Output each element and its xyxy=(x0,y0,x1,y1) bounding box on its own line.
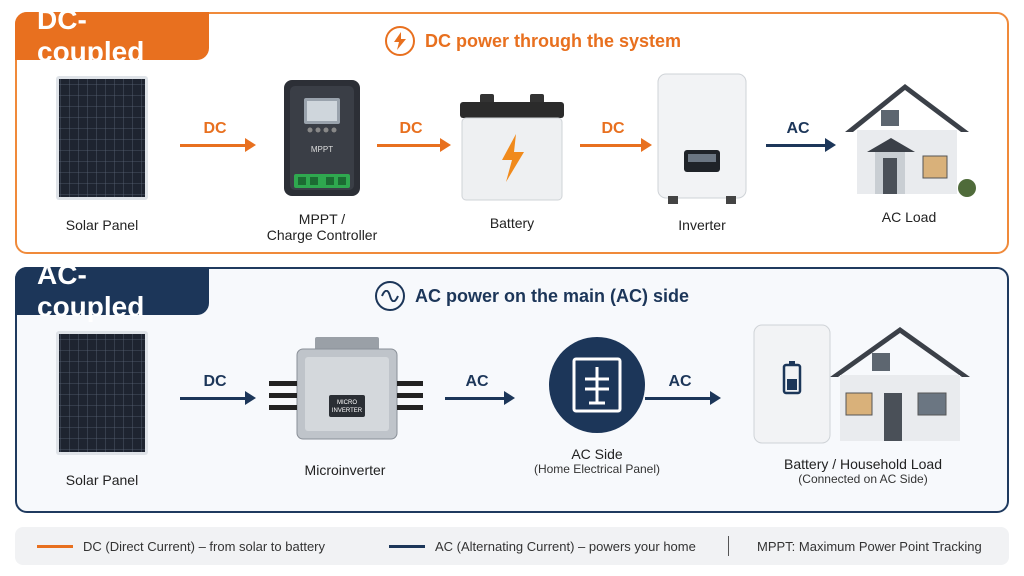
mppt-device-text: MPPT xyxy=(311,145,333,154)
ac-solar-panel: Solar Panel xyxy=(47,329,157,488)
dc-solar-label: Solar Panel xyxy=(65,217,139,233)
dc-arrow-2-label: DC xyxy=(399,120,423,137)
ac-side-panel: AC Side (Home Electrical Panel) xyxy=(507,335,687,476)
ac-arrow-2-line xyxy=(445,391,515,405)
legend-mppt: MPPT: Maximum Power Point Tracking xyxy=(757,539,982,554)
dc-arrow-3-line xyxy=(580,138,652,152)
legend-divider xyxy=(728,536,729,556)
dc-coupled-panel: DC-coupled DC power through the system S… xyxy=(15,4,1009,254)
dc-arrow-1-line xyxy=(180,138,256,152)
ac-load-sublabel: (Connected on AC Side) xyxy=(798,472,928,486)
dc-battery-label: Battery xyxy=(489,215,535,231)
ac-side-label: AC Side xyxy=(571,446,623,462)
ac-solar-label: Solar Panel xyxy=(65,472,139,488)
solar-panel-icon xyxy=(56,331,148,455)
ac-coupled-tag: AC-coupled xyxy=(15,259,209,322)
legend: DC (Direct Current) – from solar to batt… xyxy=(15,527,1009,565)
dc-arrow-4: AC xyxy=(766,120,836,152)
ac-arrow-1: DC xyxy=(180,373,256,405)
charge-controller-icon: MPPT xyxy=(284,80,360,196)
dc-subtitle-text: DC power through the system xyxy=(425,30,682,51)
dc-arrow-4-label: AC xyxy=(786,120,810,137)
legend-ac: AC (Alternating Current) – powers your h… xyxy=(389,539,696,554)
dc-battery: Battery xyxy=(457,92,567,231)
ac-arrow-2: AC xyxy=(445,373,515,405)
dc-arrow-4-line xyxy=(766,138,836,152)
microinverter-icon: MICRO INVERTER xyxy=(269,337,423,440)
micro-device-text-2: INVERTER xyxy=(332,408,363,414)
ac-subtitle: AC power on the main (AC) side xyxy=(375,281,689,311)
battery-house-icon xyxy=(753,324,970,444)
ac-load-label: Battery / Household Load xyxy=(784,456,942,472)
ac-arrow-1-line xyxy=(180,391,256,405)
battery-icon xyxy=(460,94,564,201)
ac-arrow-3-line xyxy=(645,391,721,405)
dc-load-label: AC Load xyxy=(881,209,937,225)
ac-arrow-3-label: AC xyxy=(668,373,692,390)
electrical-panel-icon xyxy=(549,337,645,433)
lightning-icon xyxy=(385,26,415,56)
ac-side-sublabel: (Home Electrical Panel) xyxy=(533,462,661,476)
legend-ac-text: AC (Alternating Current) – powers your h… xyxy=(435,538,696,554)
sine-wave-icon xyxy=(375,281,405,311)
dc-arrow-1-label: DC xyxy=(203,120,227,137)
ac-arrow-1-label: DC xyxy=(203,373,227,390)
dc-inverter-label: Inverter xyxy=(678,217,726,233)
dc-ac-load: AC Load xyxy=(839,80,979,225)
dc-arrow-3-label: DC xyxy=(601,120,625,137)
legend-dc: DC (Direct Current) – from solar to batt… xyxy=(37,539,325,554)
ac-coupled-panel: AC-coupled AC power on the main (AC) sid… xyxy=(15,259,1009,513)
legend-ac-swatch xyxy=(389,544,425,548)
dc-mppt-label-2: Charge Controller xyxy=(266,227,378,243)
dc-inverter: Inverter xyxy=(647,72,757,233)
ac-microinverter: MICRO INVERTER Microinverter xyxy=(265,331,425,478)
dc-arrow-3: DC xyxy=(580,120,652,152)
inverter-icon xyxy=(657,73,747,204)
ac-arrow-3: AC xyxy=(645,373,721,405)
dc-subtitle: DC power through the system xyxy=(385,26,681,56)
ac-subtitle-text: AC power on the main (AC) side xyxy=(415,285,690,306)
ac-arrow-2-label: AC xyxy=(465,373,489,390)
dc-mppt-controller: MPPT MPPT / Charge Controller xyxy=(252,78,392,243)
legend-dc-text: DC (Direct Current) – from solar to batt… xyxy=(83,538,326,554)
dc-arrow-2-line xyxy=(377,138,451,152)
dc-solar-panel: Solar Panel xyxy=(47,74,157,233)
dc-mppt-label-1: MPPT / xyxy=(298,211,346,227)
dc-arrow-2: DC xyxy=(377,120,451,152)
legend-mppt-text: MPPT: Maximum Power Point Tracking xyxy=(757,538,982,554)
legend-dc-swatch xyxy=(37,544,73,548)
ac-battery-household: Battery / Household Load (Connected on A… xyxy=(741,321,985,486)
dc-arrow-1: DC xyxy=(180,120,256,152)
dc-coupled-tag: DC-coupled xyxy=(15,4,209,67)
house-icon xyxy=(845,84,976,197)
micro-device-text-1: MICRO xyxy=(337,400,357,406)
solar-panel-icon xyxy=(56,76,148,200)
ac-micro-label: Microinverter xyxy=(304,462,386,478)
